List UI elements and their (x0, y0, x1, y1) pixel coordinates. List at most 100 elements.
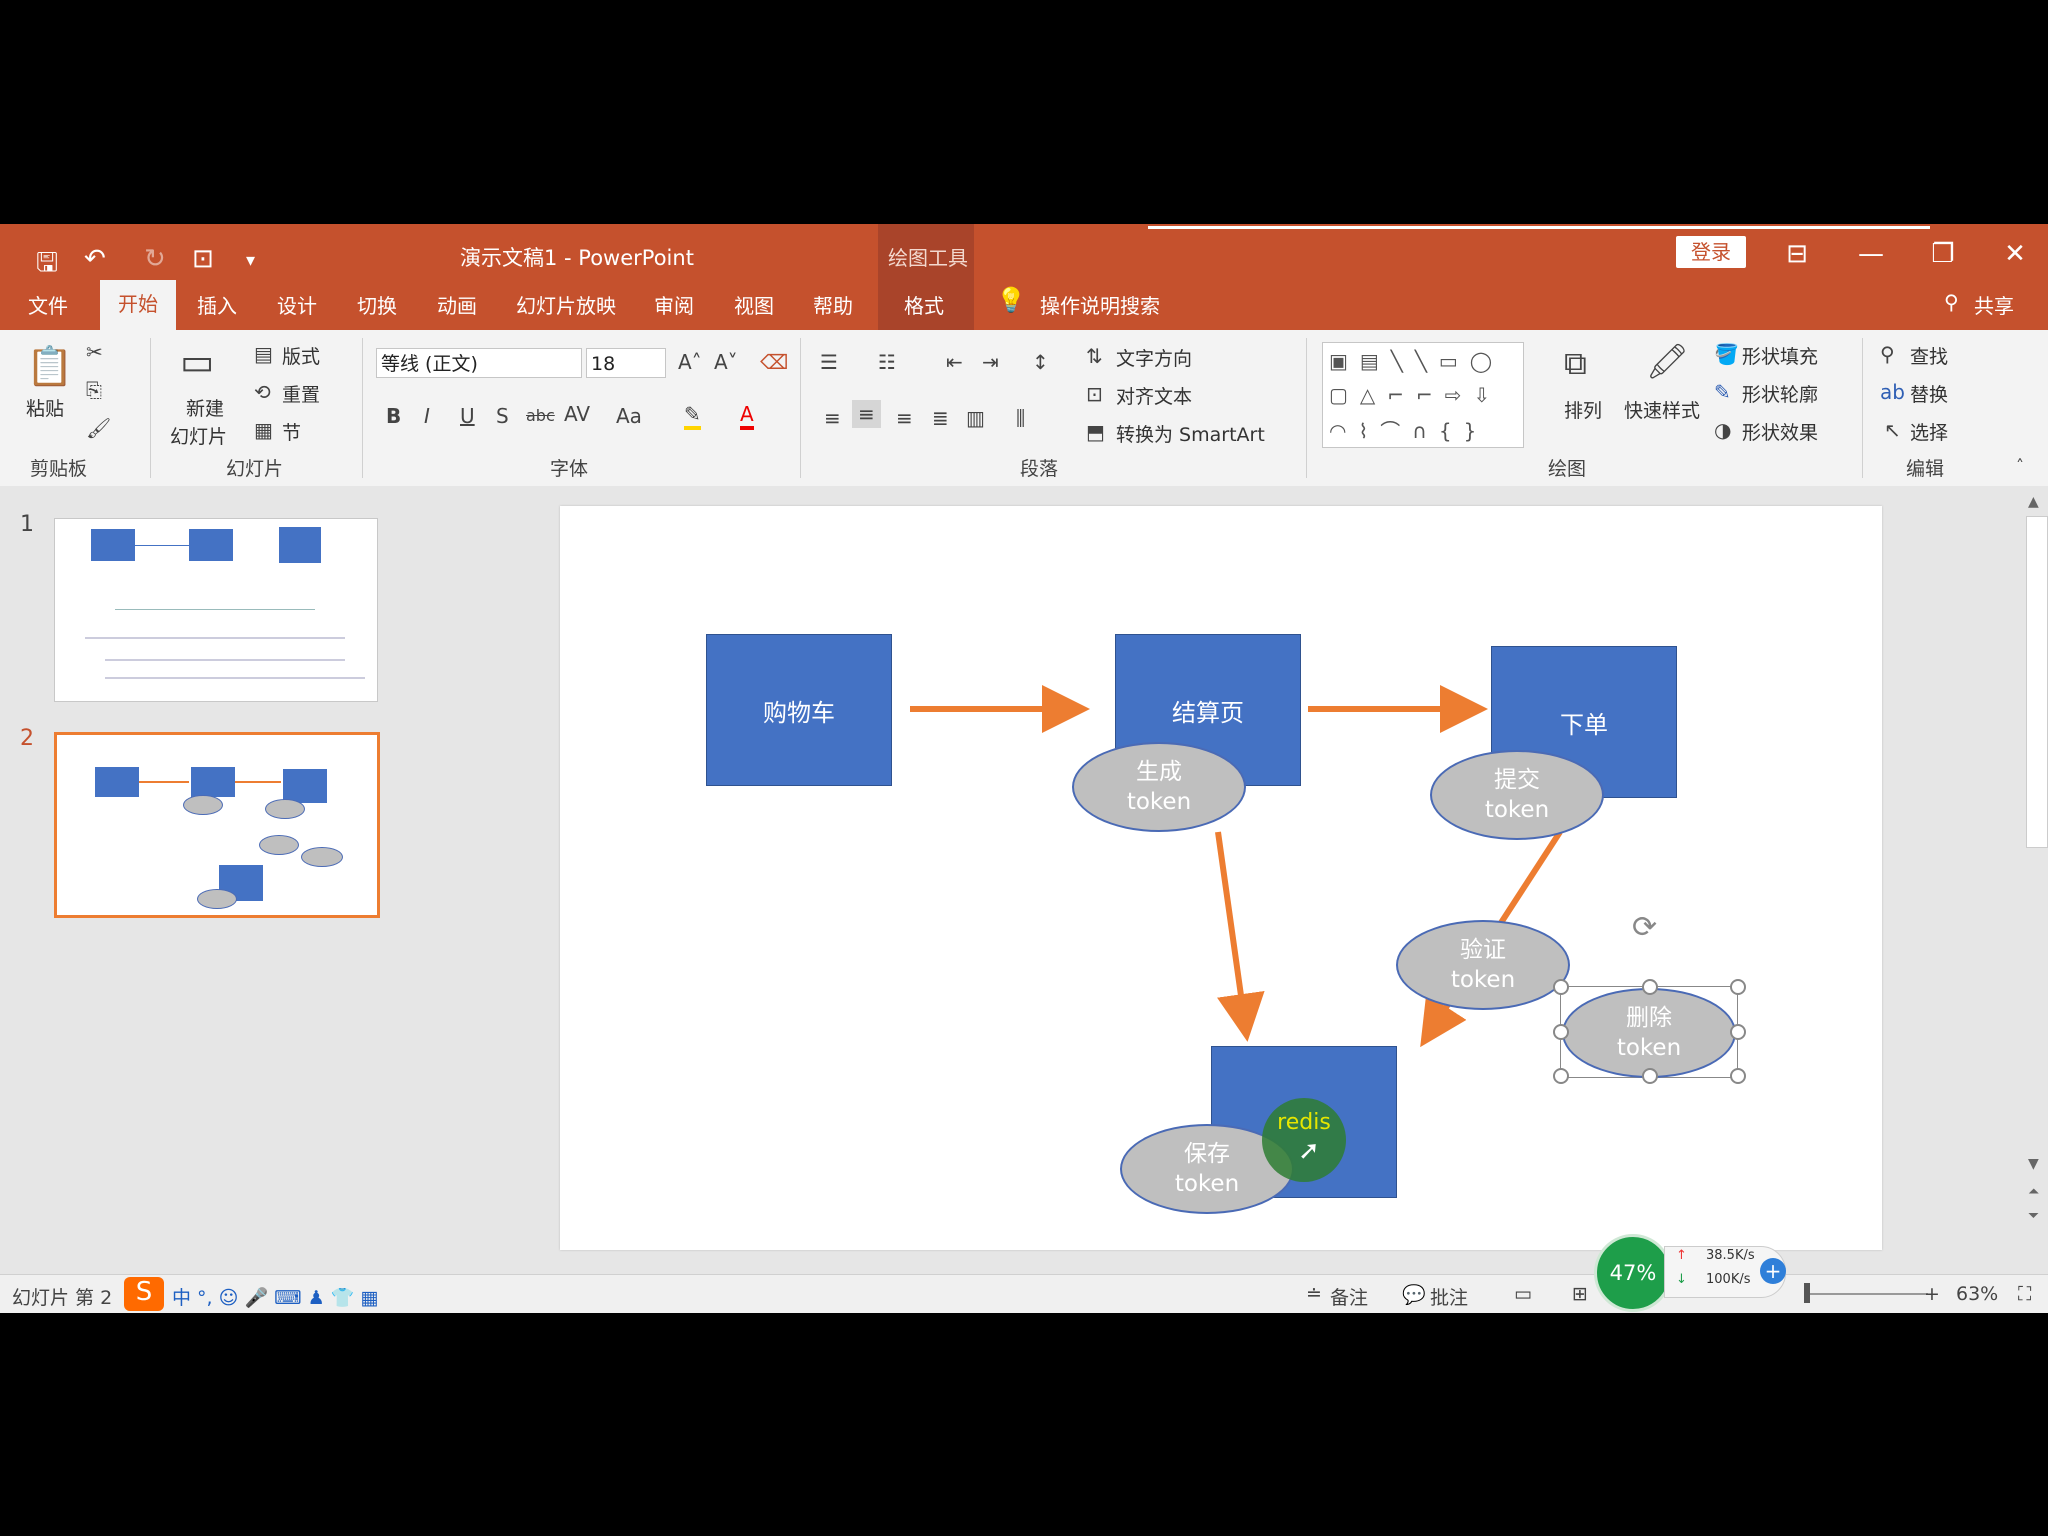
slide-thumbnail-2[interactable] (54, 732, 380, 918)
change-case-icon[interactable]: Aa (616, 404, 642, 428)
quick-styles-icon[interactable]: 🖍 (1646, 342, 1690, 382)
paste-icon[interactable]: 📋 (26, 344, 74, 388)
tab-animations[interactable]: 动画 (437, 294, 477, 318)
tab-home[interactable]: 开始 (100, 280, 176, 330)
section-button[interactable]: 节 (282, 422, 302, 444)
reset-button[interactable]: 重置 (282, 384, 321, 406)
zoom-slider-thumb[interactable] (1804, 1283, 1810, 1303)
format-painter-icon[interactable]: 🖌 (86, 416, 112, 440)
customize-qat-icon[interactable]: ▾ (246, 250, 256, 271)
tab-slideshow[interactable]: 幻灯片放映 (516, 294, 616, 318)
bullets-icon[interactable]: ☰ (820, 350, 838, 374)
font-name-combo[interactable]: 等线 (正文) (376, 348, 582, 378)
delete-token-ellipse[interactable]: 删除 token (1562, 988, 1736, 1078)
clear-format-icon[interactable]: ⌫ (760, 350, 789, 374)
scroll-up-icon[interactable]: ▲ (2028, 494, 2039, 510)
new-slide-label[interactable]: 新建 (186, 398, 225, 420)
layout-button[interactable]: 版式 (282, 346, 321, 368)
minimize-icon[interactable]: — (1858, 239, 1884, 269)
tab-review[interactable]: 审阅 (654, 294, 694, 318)
increase-indent-icon[interactable]: ⇥ (982, 350, 999, 374)
find-button[interactable]: 查找 (1910, 346, 1949, 368)
copy-icon[interactable]: ⎘ (86, 378, 102, 402)
align-center-icon[interactable]: ≡ (852, 400, 881, 428)
normal-view-icon[interactable]: ▭ (1514, 1283, 1532, 1305)
next-slide-icon[interactable]: ⏷ (2028, 1208, 2040, 1224)
resize-handle[interactable] (1553, 1068, 1569, 1084)
resize-handle[interactable] (1553, 1024, 1569, 1040)
paste-button[interactable]: 粘贴 (26, 398, 65, 420)
shape-fill-button[interactable]: 形状填充 (1742, 346, 1819, 368)
tab-design[interactable]: 设计 (277, 294, 317, 318)
previous-slide-icon[interactable]: ⏶ (2028, 1184, 2040, 1200)
shadow-icon[interactable]: S (496, 404, 509, 428)
ime-toolbar-icons[interactable]: 中 °, ☺ 🎤 ⌨ ♟ 👕 ▦ (172, 1287, 379, 1309)
ribbon-display-icon[interactable]: ⊟ (1786, 239, 1808, 269)
slide-thumbnail-1[interactable] (54, 518, 378, 702)
new-slide-label-2[interactable]: 幻灯片 (170, 426, 228, 448)
resize-handle[interactable] (1730, 1068, 1746, 1084)
tab-file[interactable]: 文件 (28, 294, 68, 318)
undo-icon[interactable]: ↶ (84, 244, 106, 274)
network-speed-widget[interactable]: 47% ↑ 38.5K/s ↓ 100K/s + (1594, 1232, 1796, 1312)
tab-insert[interactable]: 插入 (197, 294, 237, 318)
resize-handle[interactable] (1730, 1024, 1746, 1040)
char-spacing-icon[interactable]: AV (564, 402, 591, 426)
resize-handle[interactable] (1642, 1068, 1658, 1084)
arrange-button[interactable]: 排列 (1564, 400, 1603, 422)
shrink-font-icon[interactable]: A˅ (714, 350, 738, 374)
slide-canvas[interactable]: 购物车 结算页 下单 生成 token 提交 token 验证 token 保存… (560, 506, 1882, 1250)
highlight-icon[interactable]: ✎ (684, 402, 701, 430)
scroll-down-icon[interactable]: ▼ (2028, 1156, 2039, 1172)
slide-sorter-icon[interactable]: ⊞ (1572, 1283, 1588, 1305)
cut-icon[interactable]: ✂ (86, 340, 103, 364)
scroll-thumb[interactable] (2026, 516, 2048, 848)
present-icon[interactable]: ⊡ (192, 244, 214, 274)
arrange-icon[interactable]: ⧉ (1564, 344, 1587, 382)
vertical-scrollbar[interactable]: ▲ ▼ ⏶ ⏷ (2024, 486, 2048, 1274)
share-button[interactable]: 共享 (1974, 294, 2014, 318)
shapes-gallery[interactable]: ▣▤╲╲▭◯ ▢△⌐⌐⇨⇩ ◠⌇⌒∩{} (1322, 342, 1524, 448)
font-size-combo[interactable]: 18 (586, 348, 666, 378)
redo-icon[interactable]: ↻ (144, 244, 166, 274)
generate-token-ellipse[interactable]: 生成 token (1072, 742, 1246, 832)
underline-icon[interactable]: U (460, 404, 475, 428)
collapse-ribbon-icon[interactable]: ˄ (2016, 456, 2024, 475)
bold-icon[interactable]: B (386, 404, 402, 428)
justify-icon[interactable]: ≣ (932, 406, 949, 430)
resize-handle[interactable] (1553, 979, 1569, 995)
quick-styles-button[interactable]: 快速样式 (1624, 400, 1701, 422)
zoom-level[interactable]: 63% (1956, 1283, 1999, 1305)
tab-view[interactable]: 视图 (734, 294, 774, 318)
italic-icon[interactable]: I (424, 404, 430, 428)
verify-token-ellipse[interactable]: 验证 token (1396, 920, 1570, 1010)
font-color-icon[interactable]: A (740, 402, 754, 430)
restore-icon[interactable]: ❐ (1931, 239, 1955, 269)
numbering-icon[interactable]: ☷ (878, 350, 896, 374)
login-button[interactable]: 登录 (1676, 236, 1746, 268)
submit-token-ellipse[interactable]: 提交 token (1430, 750, 1604, 840)
shape-effects-button[interactable]: 形状效果 (1742, 422, 1819, 444)
add-icon[interactable]: + (1760, 1258, 1786, 1284)
distribute-icon[interactable]: ▥ (966, 406, 985, 430)
line-spacing-icon[interactable]: ↕ (1032, 350, 1049, 374)
resize-handle[interactable] (1642, 979, 1658, 995)
notes-button[interactable]: 备注 (1330, 1287, 1369, 1309)
close-icon[interactable]: ✕ (2004, 239, 2026, 269)
tab-format[interactable]: 格式 (904, 294, 944, 318)
zoom-in-icon[interactable]: + (1924, 1283, 1940, 1305)
strikethrough-icon[interactable]: abc (526, 406, 555, 425)
align-right-icon[interactable]: ≡ (896, 406, 913, 430)
rotate-handle-icon[interactable]: ⟳ (1632, 910, 1658, 945)
zoom-slider-track[interactable] (1808, 1293, 1928, 1295)
decrease-indent-icon[interactable]: ⇤ (946, 350, 963, 374)
tab-transitions[interactable]: 切换 (357, 294, 397, 318)
shape-outline-button[interactable]: 形状轮廓 (1742, 384, 1819, 406)
ime-logo-icon[interactable]: S (124, 1277, 164, 1311)
select-button[interactable]: 选择 (1910, 422, 1949, 444)
align-text-button[interactable]: 对齐文本 (1116, 386, 1193, 408)
fit-slide-icon[interactable]: ⛶ (2018, 1283, 2032, 1305)
comments-button[interactable]: 批注 (1430, 1287, 1469, 1309)
replace-button[interactable]: 替换 (1910, 384, 1949, 406)
tab-help[interactable]: 帮助 (813, 294, 853, 318)
